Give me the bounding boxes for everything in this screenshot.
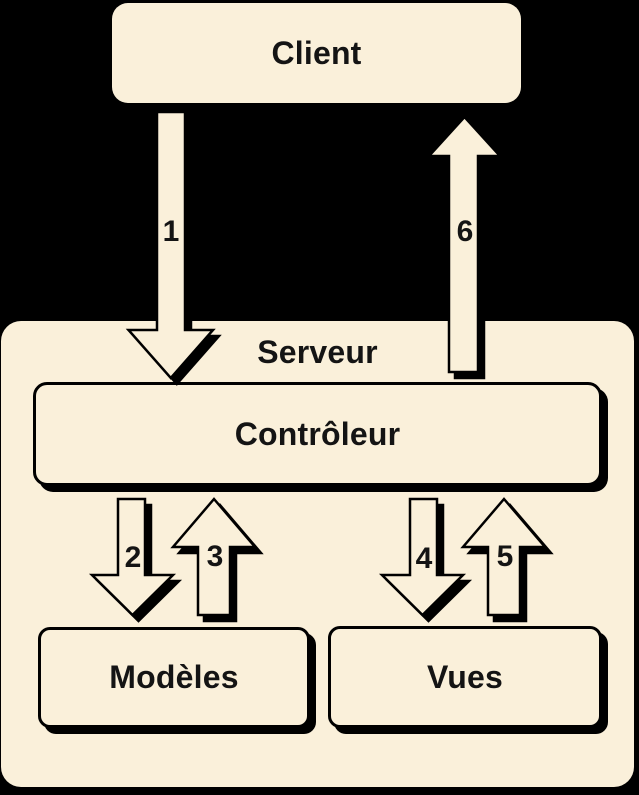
node-client-label: Client	[271, 34, 362, 71]
node-vues-label: Vues	[426, 658, 504, 695]
node-modeles: Modèles	[38, 627, 310, 728]
arrow-6-number: 6	[456, 215, 474, 248]
node-client: Client	[112, 3, 521, 103]
arrow-5-number: 5	[496, 540, 514, 573]
node-serveur-label: Serveur	[257, 334, 378, 370]
arrow-3-number: 3	[206, 540, 224, 573]
arrow-1-number: 1	[162, 215, 180, 248]
node-vues: Vues	[328, 626, 602, 728]
arrow-4-number: 4	[415, 542, 433, 575]
node-controleur-label: Contrôleur	[234, 415, 401, 452]
node-controleur: Contrôleur	[33, 382, 602, 486]
node-modeles-label: Modèles	[109, 659, 239, 695]
arrow-2-number: 2	[124, 541, 142, 574]
